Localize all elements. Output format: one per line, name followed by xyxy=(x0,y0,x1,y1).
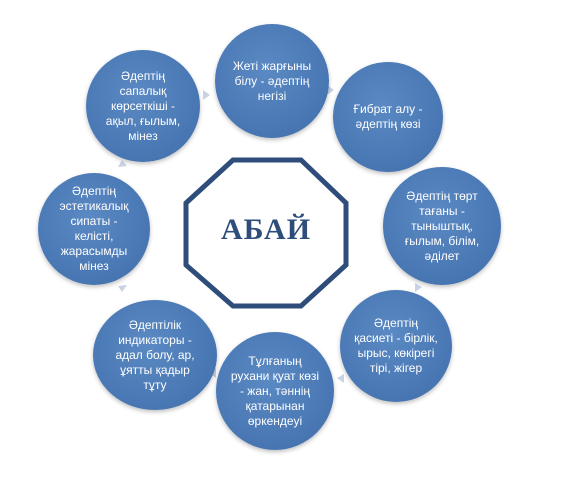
node-virtue-qualities-text: Әдептің қасиеті - бірлік, ырыс, көкірегі… xyxy=(354,316,438,375)
arrow-n3-n4 xyxy=(415,283,422,292)
arrow-n8-n1 xyxy=(203,90,210,100)
node-lesson-source-text: Ғибрат алу - әдептің көзі xyxy=(353,102,423,131)
node-quality-indicator: Әдептің сапалық көрсеткіші - ақыл, ғылым… xyxy=(86,50,200,162)
node-indicators: Әдептілік индикаторы - адал болу, ар, ұя… xyxy=(93,300,217,410)
node-indicators-text: Әдептілік индикаторы - адал болу, ар, ұя… xyxy=(115,317,195,392)
node-lesson-source: Ғибрат алу - әдептің көзі xyxy=(333,62,443,172)
center-octagon xyxy=(183,157,349,309)
node-seven-codes-text: Жеті жарғыны білу - әдептің негізі xyxy=(232,58,312,103)
arrow-n1-n2 xyxy=(327,85,334,95)
node-seven-codes: Жеті жарғыны білу - әдептің негізі xyxy=(215,24,329,138)
node-four-pillars-text: Әдептің төрт тағаны - тыныштық, ғылым, б… xyxy=(404,188,480,263)
center-title: АБАЙ xyxy=(220,213,312,246)
node-aesthetic-nature-text: Әдептің эстетикалық сипаты - келісті, жа… xyxy=(59,184,129,273)
node-virtue-qualities: Әдептің қасиеті - бірлік, ырыс, көкірегі… xyxy=(340,290,452,402)
arrow-n4-n5 xyxy=(337,374,344,383)
arrow-n6-n7 xyxy=(118,285,127,292)
node-quality-indicator-text: Әдептің сапалық көрсеткіші - ақыл, ғылым… xyxy=(105,68,181,143)
node-spiritual-power-text: Тұлғаның рухани қуат көзі - жан, тәннің … xyxy=(230,353,320,428)
node-aesthetic-nature: Әдептің эстетикалық сипаты - келісті, жа… xyxy=(38,173,150,285)
arrow-n7-n8 xyxy=(118,160,127,167)
node-spiritual-power: Тұлғаның рухани қуат көзі - жан, тәннің … xyxy=(216,332,334,450)
node-four-pillars: Әдептің төрт тағаны - тыныштық, ғылым, б… xyxy=(383,167,501,285)
